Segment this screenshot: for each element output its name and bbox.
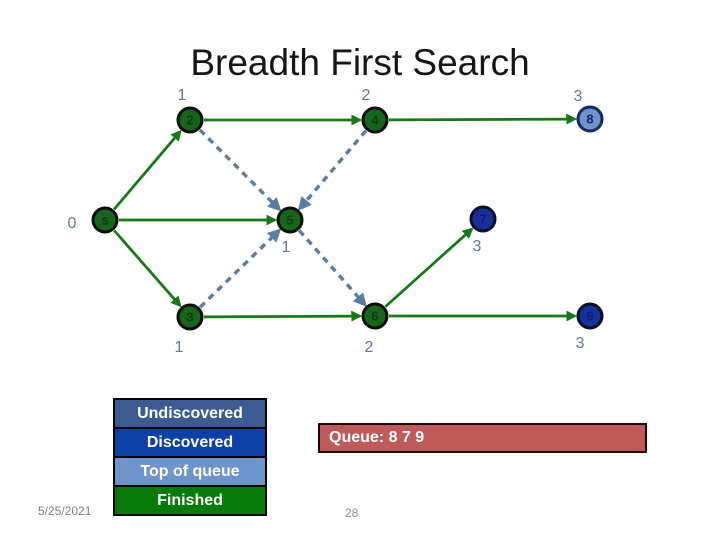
slide-number: 28 <box>345 506 359 520</box>
legend-item-undiscovered: Undiscovered <box>113 398 267 429</box>
graph-edge-2-5 <box>198 128 282 212</box>
graph-edge-6-7 <box>384 227 474 308</box>
graph-node-7 <box>469 205 497 233</box>
graph-node-9 <box>576 302 604 330</box>
graph-node-2 <box>176 106 204 134</box>
graph-edge-s-3 <box>113 229 182 308</box>
graph-node-label-s: s <box>101 213 108 228</box>
level-label: 2 <box>362 87 371 104</box>
graph-edge-3-6 <box>203 310 363 322</box>
level-label: 1 <box>178 87 187 104</box>
graph-node-label-9: 9 <box>586 309 593 324</box>
footer-date: 5/25/2021 <box>38 504 92 518</box>
level-label: 2 <box>365 339 374 356</box>
graph-node-s <box>91 206 119 234</box>
legend-item-top-of-queue: Top of queue <box>113 456 267 487</box>
graph-edge-4-5 <box>297 129 368 211</box>
level-label: 3 <box>574 88 583 105</box>
legend-item-discovered: Discovered <box>113 427 267 458</box>
graph-node-label-3: 3 <box>186 310 193 325</box>
level-label: 3 <box>576 335 585 352</box>
slide-title: Breadth First Search <box>190 42 530 83</box>
graph-node-8 <box>576 105 604 133</box>
level-label: 3 <box>473 238 482 255</box>
level-label: 1 <box>175 339 184 356</box>
graph-edge-3-5 <box>198 228 282 309</box>
graph-node-6 <box>361 302 389 330</box>
graph-node-3 <box>176 303 204 331</box>
graph-node-label-4: 4 <box>371 113 379 128</box>
graph-edge-s-2 <box>113 129 182 211</box>
graph-node-label-6: 6 <box>371 309 378 324</box>
graph-node-label-2: 2 <box>186 113 193 128</box>
graph-edge-5-6 <box>298 229 367 307</box>
level-label: 0 <box>68 215 77 232</box>
graph-node-label-8: 8 <box>586 112 593 127</box>
legend-item-finished: Finished <box>113 485 267 516</box>
graph-node-5 <box>276 206 304 234</box>
queue-label: Queue: 8 7 9 <box>329 429 425 446</box>
graph-node-4 <box>361 106 389 134</box>
queue-box: Queue: 8 7 9 <box>318 423 647 453</box>
graph-node-label-5: 5 <box>286 213 293 228</box>
graph-edge-4-8 <box>388 113 578 125</box>
level-label: 1 <box>282 239 291 256</box>
graph-node-label-7: 7 <box>479 212 486 227</box>
